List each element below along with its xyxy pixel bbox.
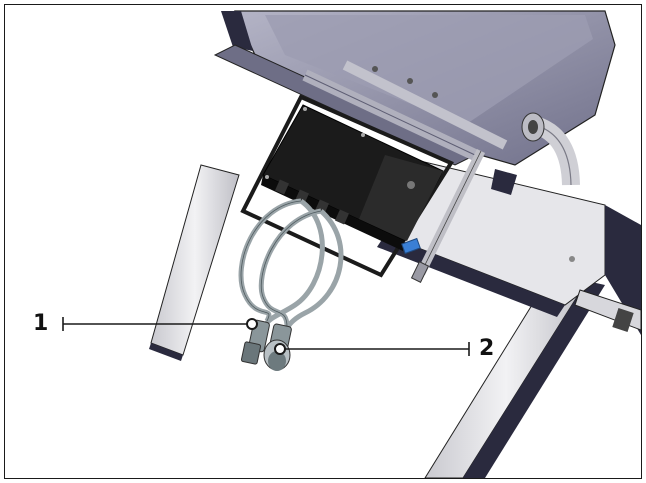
hopper [213, 10, 616, 166]
bracket [491, 169, 517, 195]
elbow-pipe [521, 112, 580, 186]
control-box [261, 104, 444, 251]
valve-rod [401, 149, 486, 283]
diagram-frame: 1 2 [4, 4, 642, 479]
equipment-drawing [62, 10, 641, 478]
connector-icon [263, 323, 292, 371]
connector-icon [240, 318, 270, 365]
side-rail [574, 289, 641, 332]
callout-leaders [62, 317, 470, 356]
callout-label-1: 1 [33, 311, 49, 336]
callout-label-2: 2 [479, 336, 495, 361]
mounting-plate [240, 94, 454, 278]
cable-icon [238, 198, 344, 331]
frame-left-leg [149, 164, 240, 361]
frame-crossbar [377, 154, 641, 335]
